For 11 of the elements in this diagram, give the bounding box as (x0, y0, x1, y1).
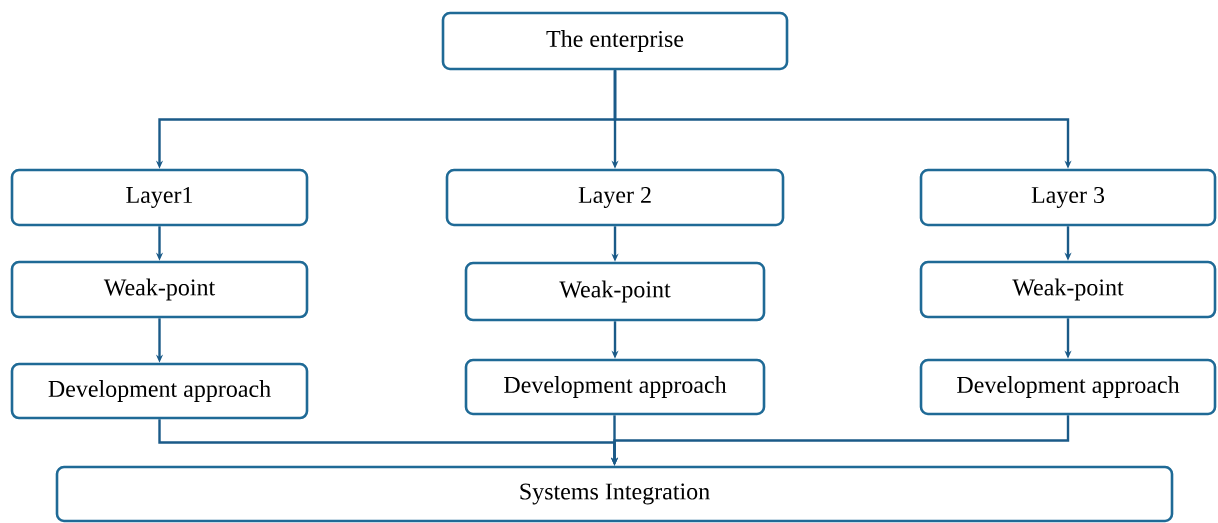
process-box: Weak-point (10, 260, 309, 319)
process-box: Layer1 (10, 168, 309, 227)
process-box: Layer 3 (919, 168, 1217, 227)
process-box: The enterprise (441, 11, 789, 71)
process-box: Weak-point (464, 261, 766, 322)
process-box: Systems Integration (55, 465, 1174, 523)
process-box: Development approach (919, 358, 1217, 416)
process-box: Development approach (464, 358, 766, 416)
process-box: Weak-point (919, 260, 1217, 319)
process-box: Development approach (10, 362, 309, 420)
process-box: Layer 2 (445, 168, 785, 227)
